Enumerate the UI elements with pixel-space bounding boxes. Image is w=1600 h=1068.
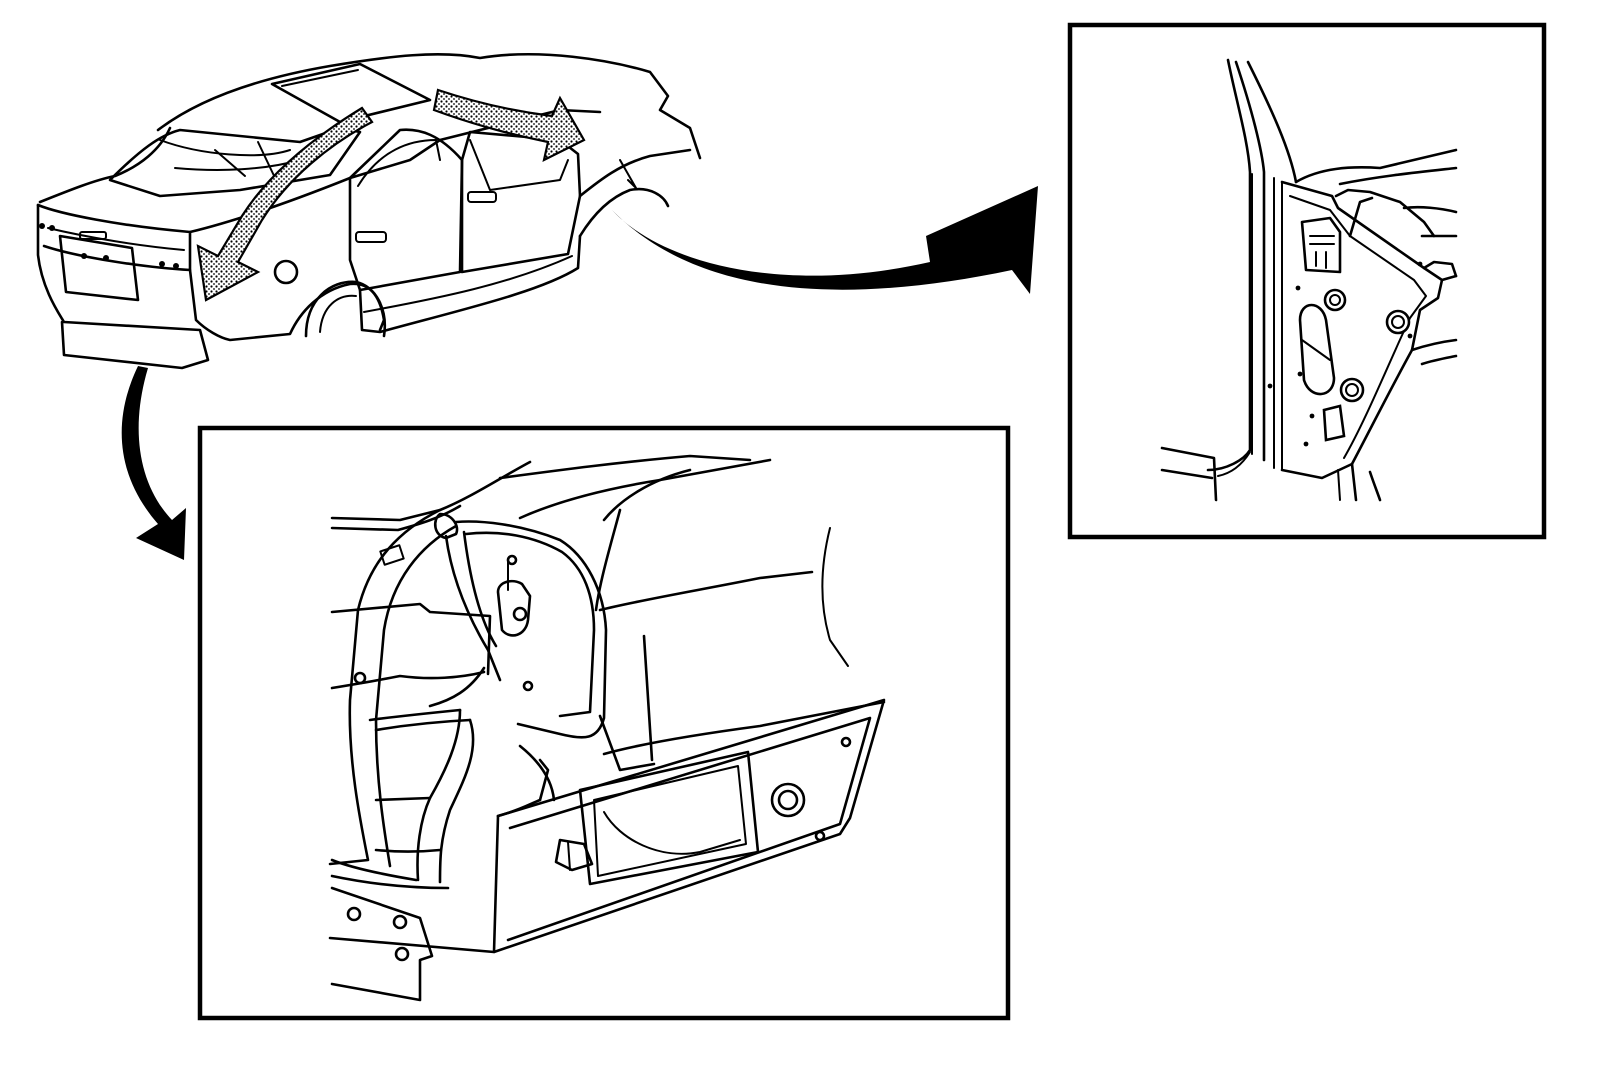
detail-view-pillar <box>1067 22 1547 540</box>
detail-view-rear-panel <box>197 425 1011 1021</box>
highlight-arrow-left <box>196 106 374 302</box>
highlight-arrow-right <box>432 88 586 163</box>
vehicle-overview <box>36 53 702 370</box>
callout-arrow-right <box>612 186 1038 294</box>
callout-arrow-bottom <box>121 366 186 560</box>
